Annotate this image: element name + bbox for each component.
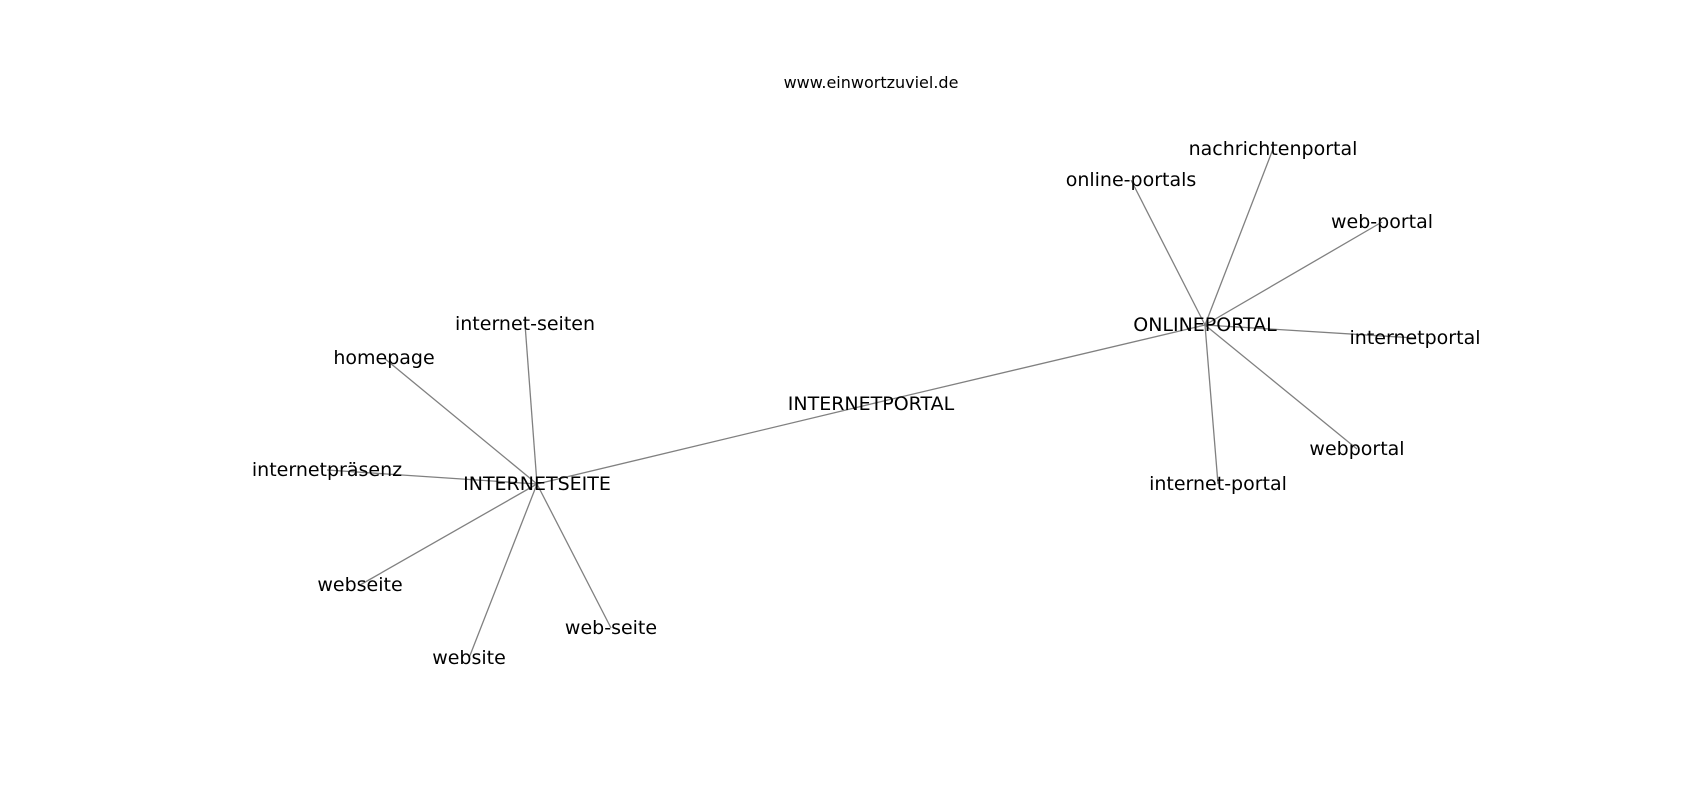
edge-internetseite-webseite (359, 483, 538, 586)
node-internetportal: internetportal (1350, 327, 1481, 349)
node-website: website (432, 647, 506, 669)
edge-onlineportal-nachrichtenportal (1204, 148, 1274, 326)
node-online-portals: online-portals (1066, 169, 1197, 191)
node-internet-portal: internet-portal (1149, 473, 1287, 495)
nodes-layer: INTERNETPORTAL INTERNETSEITE ONLINEPORTAL i… (252, 138, 1481, 669)
edge-onlineportal-online-portals (1130, 179, 1206, 326)
edge-internetseite-homepage (383, 357, 538, 485)
edge-onlineportal-internetportal (1204, 324, 1416, 339)
node-internetportal: INTERNETPORTAL (788, 393, 955, 415)
edge-internetseite-web-seite (536, 483, 612, 629)
edge-internetseite-internet-seiten (524, 323, 538, 485)
edge-internetportal-onlineportal (870, 324, 1206, 405)
node-web-portal: web-portal (1331, 211, 1433, 233)
node-homepage: homepage (333, 347, 434, 369)
node-onlineportal: ONLINEPORTAL (1133, 314, 1277, 336)
node-internetseite: INTERNETSEITE (463, 473, 611, 495)
source-label: www.einwortzuviel.de (784, 73, 959, 92)
node-internet-seiten: internet-seiten (455, 313, 595, 335)
node-webportal: webportal (1309, 438, 1404, 460)
edge-internetseite-internetportal (536, 403, 872, 485)
node-internetpraesenz: internetpräsenz (252, 459, 402, 481)
edge-onlineportal-internet-portal (1204, 324, 1219, 485)
node-webseite: webseite (317, 574, 402, 596)
edge-internetseite-internetpraesenz (326, 469, 538, 485)
edge-onlineportal-webportal (1204, 324, 1358, 450)
edges-layer (326, 148, 1416, 659)
node-nachrichtenportal: nachrichtenportal (1189, 138, 1358, 160)
node-web-seite: web-seite (565, 617, 657, 639)
edge-internetseite-website (468, 483, 538, 659)
edge-onlineportal-web-portal (1204, 221, 1383, 326)
